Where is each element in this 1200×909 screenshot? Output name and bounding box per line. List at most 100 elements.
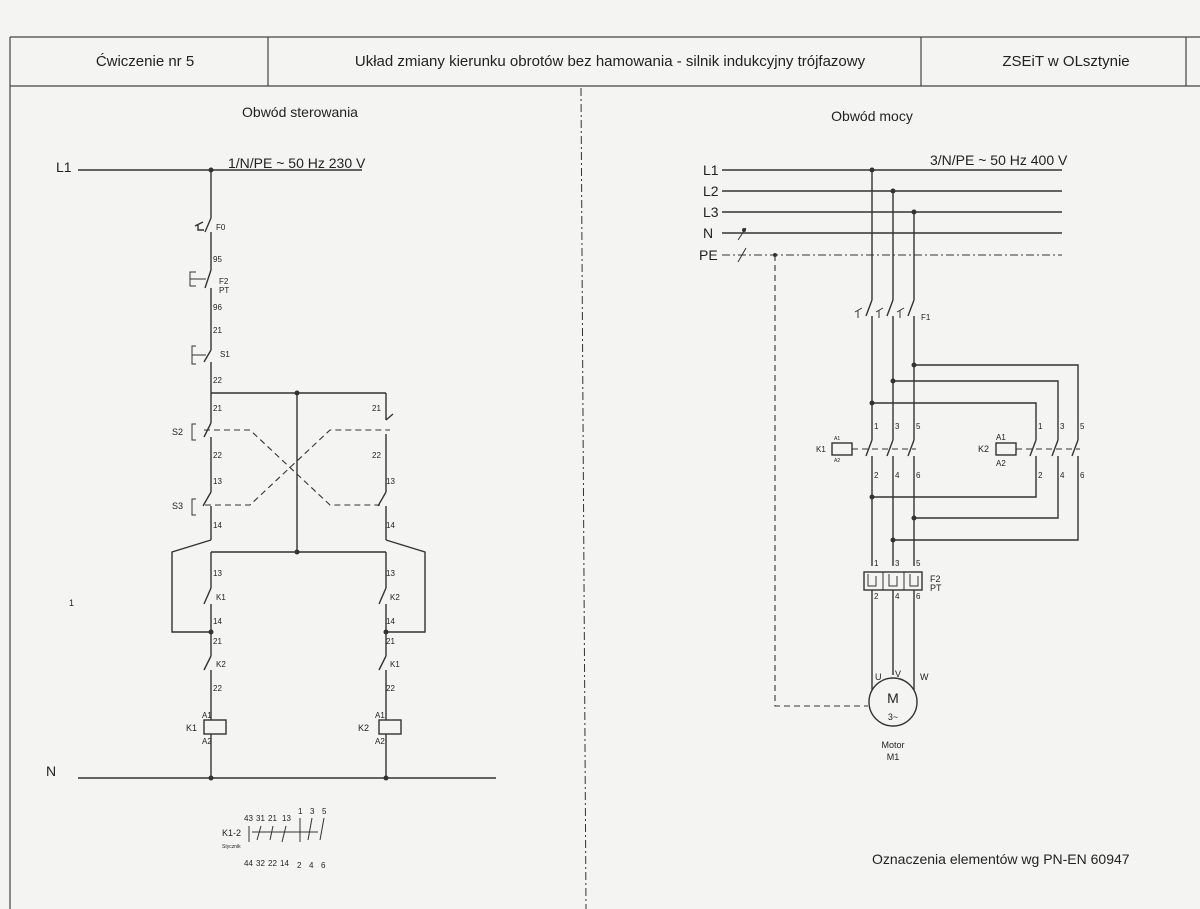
terminal-k2-21: 21 xyxy=(213,637,222,646)
motor-v: V xyxy=(895,669,901,679)
stop-button-s1: S1 xyxy=(191,345,230,365)
control-line-n-label: N xyxy=(46,763,56,779)
power-supply-label: 3/N/PE ~ 50 Hz 400 V xyxy=(930,152,1068,168)
k1-interlock-label: K1 xyxy=(390,660,400,669)
f2-power-label: F2 xyxy=(930,574,941,584)
f0-label: F0 xyxy=(216,223,226,232)
legend-bottom-2: 2 xyxy=(297,861,302,870)
k1-a1: A1 xyxy=(202,711,212,720)
terminal-s2-21: 21 xyxy=(213,404,222,413)
k1-a2: A2 xyxy=(202,737,212,746)
k1-t2: 2 xyxy=(874,471,879,480)
k2-coil-label: K2 xyxy=(358,723,369,733)
terminal-k1-22: 22 xyxy=(386,684,395,693)
power-title: Obwód mocy xyxy=(831,108,913,124)
terminal-k2-14: 14 xyxy=(386,617,395,626)
k1-t4: 4 xyxy=(895,471,900,480)
k1-hold-label: K1 xyxy=(216,593,226,602)
f2-label: F2 xyxy=(219,277,229,286)
legend-top-31: 31 xyxy=(256,814,265,823)
f2-t5: 5 xyxy=(916,559,921,568)
power-line-n-label: N xyxy=(703,225,713,241)
exercise-number: Ćwiczenie nr 5 xyxy=(96,53,194,70)
k1-power-label: K1 xyxy=(816,445,826,454)
legend-top-1: 1 xyxy=(298,807,303,816)
k2-t1: 1 xyxy=(1038,422,1043,431)
school-name: ZSEiT w OLsztynie xyxy=(1002,53,1129,70)
pt-label: PT xyxy=(219,286,229,295)
k2-t2: 2 xyxy=(1038,471,1043,480)
terminal-s3-13: 13 xyxy=(213,477,222,486)
legend-bottom-4: 4 xyxy=(309,861,314,870)
motor-phase: 3~ xyxy=(888,712,898,722)
section-divider xyxy=(580,87,587,909)
motor-id: M1 xyxy=(887,752,900,762)
contactor-k2-main: 1 3 5 K2 A1 A2 2 4 6 xyxy=(978,422,1085,480)
k2-t5: 5 xyxy=(1080,422,1085,431)
button-s2: S2 xyxy=(172,422,212,441)
terminal-96: 96 xyxy=(213,303,222,312)
f2-t2: 2 xyxy=(874,592,879,601)
breaker-f0: F0 xyxy=(194,212,226,233)
power-circuit: Obwód mocy 3/N/PE ~ 50 Hz 400 V L1 L2 L3… xyxy=(699,108,1085,762)
standard-note: Oznaczenia elementów wg PN-EN 60947 xyxy=(872,851,1130,867)
sheet-mark: 1 xyxy=(69,598,74,608)
legend-bottom-6: 6 xyxy=(321,861,326,870)
k1-t5: 5 xyxy=(916,422,921,431)
coil-k2: A1 A2 K2 xyxy=(358,711,402,746)
title-block: Ćwiczenie nr 5 Układ zmiany kierunku obr… xyxy=(9,36,1200,909)
terminal-s1-22: 22 xyxy=(213,376,222,385)
coil-k1: A1 A2 K1 xyxy=(186,711,227,746)
legend-top-21: 21 xyxy=(268,814,277,823)
s3-label: S3 xyxy=(172,501,183,511)
motor-u: U xyxy=(875,672,882,682)
legend-label: K1-2 xyxy=(222,828,241,838)
contactor-k1-main: 1 3 5 K1 A1 A2 2 4 6 xyxy=(816,422,921,480)
control-circuit: Obwód sterowania L1 N 1/N/PE ~ 50 Hz 230… xyxy=(46,104,496,781)
power-line-l2-label: L2 xyxy=(703,183,719,199)
motor-label: Motor xyxy=(881,740,904,750)
k1-power-a2: A2 xyxy=(834,458,840,464)
legend-sublabel: Stycznik xyxy=(222,844,241,850)
k1-coil-label: K1 xyxy=(186,723,197,733)
thermal-contact-f2: F2 PT xyxy=(189,269,229,295)
motor-symbol: M xyxy=(887,690,899,706)
terminal-s2-22: 22 xyxy=(213,451,222,460)
terminal-k1-14: 14 xyxy=(213,617,222,626)
power-line-l3-label: L3 xyxy=(703,204,719,220)
s2-label: S2 xyxy=(172,427,183,437)
k2-a1: A1 xyxy=(375,711,385,720)
button-s3: S3 xyxy=(172,491,212,516)
s1-label: S1 xyxy=(220,350,230,359)
f1-label: F1 xyxy=(921,313,931,322)
legend-bottom-44: 44 xyxy=(244,859,253,868)
k2-t4: 4 xyxy=(1060,471,1065,480)
terminal-k1-13: 13 xyxy=(213,569,222,578)
legend-top-5: 5 xyxy=(322,807,327,816)
power-line-l1-label: L1 xyxy=(703,162,719,178)
terminal-r-22: 22 xyxy=(372,451,381,460)
control-supply-label: 1/N/PE ~ 50 Hz 230 V xyxy=(228,155,366,171)
terminal-95: 95 xyxy=(213,255,222,264)
k1-t1: 1 xyxy=(874,422,879,431)
f2-t6: 6 xyxy=(916,592,921,601)
legend-bottom-14: 14 xyxy=(280,859,289,868)
contactor-legend: K1-2 Stycznik 43 31 21 13 1 3 5 44 32 22… xyxy=(222,807,327,870)
k2-power-a1: A1 xyxy=(996,433,1006,442)
terminal-s3-14: 14 xyxy=(213,521,222,530)
motor-w: W xyxy=(920,672,929,682)
k2-a2: A2 xyxy=(375,737,385,746)
exercise-title: Układ zmiany kierunku obrotów bez hamowa… xyxy=(355,53,866,70)
legend-bottom-22: 22 xyxy=(268,859,277,868)
legend-top-43: 43 xyxy=(244,814,253,823)
k1-power-a1: A1 xyxy=(834,436,840,442)
k2-power-label: K2 xyxy=(978,444,989,454)
terminal-s1-21: 21 xyxy=(213,326,222,335)
f2-t3: 3 xyxy=(895,559,900,568)
terminal-k1-21: 21 xyxy=(386,637,395,646)
breaker-f1: F1 xyxy=(854,299,931,322)
terminal-r-13: 13 xyxy=(386,477,395,486)
f2-t4: 4 xyxy=(895,592,900,601)
control-line-l1-label: L1 xyxy=(56,159,72,175)
